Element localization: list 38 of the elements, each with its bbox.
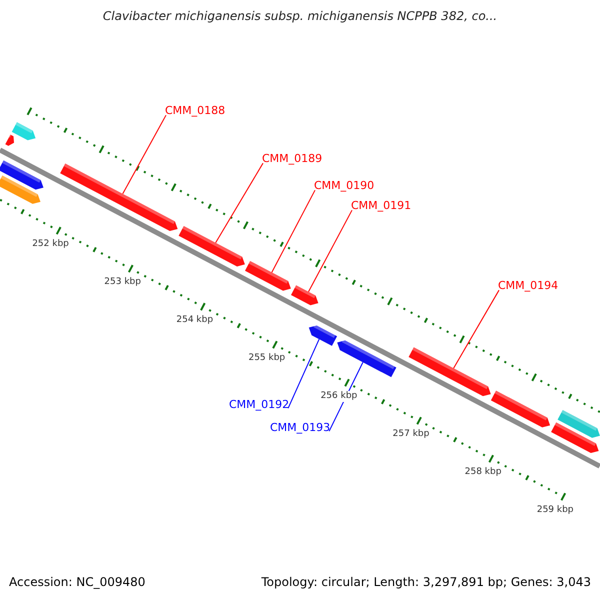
gene-label: CMM_0188 (165, 104, 226, 118)
gene-feature (558, 410, 600, 438)
gene-feature (178, 226, 245, 266)
gene-feature (12, 122, 36, 140)
scale-label: 253 kbp (104, 276, 141, 288)
gene-feature (308, 324, 338, 346)
gene-label: CMM_0191 (351, 199, 412, 212)
leader-line (453, 290, 500, 369)
gene-label: CMM_0192 (229, 398, 290, 412)
gene-feature (337, 339, 396, 378)
scale-label: 257 kbp (392, 428, 430, 440)
gene-label: CMM_0189 (262, 152, 322, 166)
scale-label: 254 kbp (176, 314, 214, 326)
gene-feature (5, 134, 14, 146)
scale-label: 252 kbp (32, 238, 69, 250)
gene-feature (0, 160, 44, 190)
gene-label: CMM_0194 (498, 279, 558, 292)
gene-feature (490, 390, 550, 428)
scale-label: 255 kbp (248, 352, 286, 364)
accession-text: Accession: NC_009480 (9, 575, 146, 590)
gene-feature (551, 422, 599, 454)
gene-feature (60, 163, 178, 232)
gene-label: CMM_0193 (270, 421, 330, 434)
genome-info-text: Topology: circular; Length: 3,297,891 bp; Genes: 3,043 (261, 575, 591, 590)
scale-label: 259 kbp (536, 504, 574, 516)
leader-line (122, 114, 166, 194)
leader-line (215, 162, 264, 244)
scale-label: 256 kbp (320, 390, 358, 402)
title: Clavibacter michiganensis subsp. michiganensis NCPPB 382, co... (102, 9, 498, 24)
gene-label: CMM_0190 (314, 179, 374, 192)
gene-feature (245, 260, 291, 291)
gene-feature (0, 176, 40, 204)
gene-feature (408, 347, 491, 396)
scale-label: 258 kbp (464, 466, 502, 478)
gene-feature (290, 285, 318, 306)
leader-line (288, 338, 320, 409)
leader-line (271, 190, 316, 273)
leader-line (308, 210, 352, 292)
